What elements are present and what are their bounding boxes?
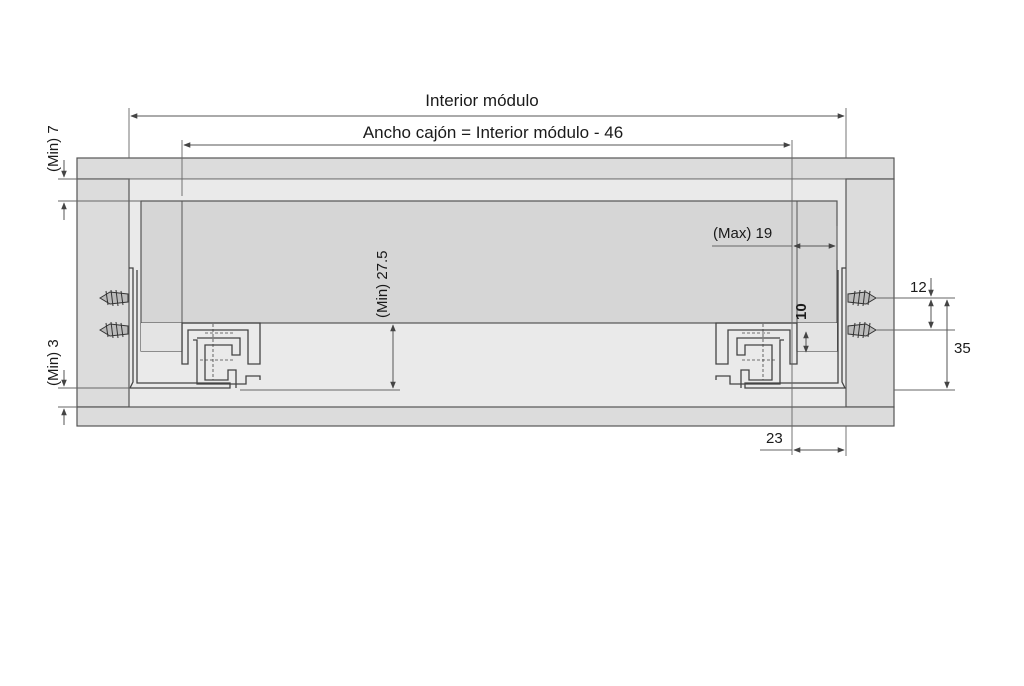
label-dim-35: 35	[954, 340, 971, 357]
label-dim-12: 12	[910, 279, 927, 296]
label-dim-23: 23	[766, 430, 783, 447]
bottom-panel	[76, 406, 895, 427]
dimension-12: 12	[876, 278, 955, 331]
drawer-front	[140, 200, 838, 324]
label-ancho-cajon: Ancho cajón = Interior módulo - 46	[363, 123, 623, 142]
dimension-min-27-5: (Min) 27.5	[240, 250, 400, 391]
slide-rail-icon	[715, 267, 847, 389]
label-dim-10: 10	[793, 303, 810, 320]
dimension-23: 23	[760, 426, 847, 456]
dimension-max-19: (Max) 19	[712, 225, 838, 260]
label-max-19: (Max) 19	[713, 225, 772, 242]
drawer	[140, 200, 838, 352]
label-min-7: (Min) 7	[45, 125, 62, 172]
screw-icon	[99, 289, 129, 307]
screw-icon	[847, 289, 877, 307]
dimension-min-3: (Min) 3	[45, 339, 130, 425]
dimension-min-7: (Min) 7	[45, 125, 141, 220]
label-interior-modulo: Interior módulo	[425, 91, 538, 110]
dimension-35: 35	[894, 299, 971, 391]
screw-icon	[99, 321, 129, 339]
top-panel	[76, 157, 895, 180]
dimension-10: 10	[793, 303, 810, 353]
dimension-ancho-cajon: Ancho cajón = Interior módulo - 46	[181, 123, 793, 455]
slide-rail-icon	[128, 267, 261, 389]
dimension-interior-modulo: Interior módulo	[128, 91, 847, 158]
screw-icon	[847, 321, 877, 339]
label-min-3: (Min) 3	[45, 339, 62, 386]
label-min-27-5: (Min) 27.5	[374, 250, 391, 318]
